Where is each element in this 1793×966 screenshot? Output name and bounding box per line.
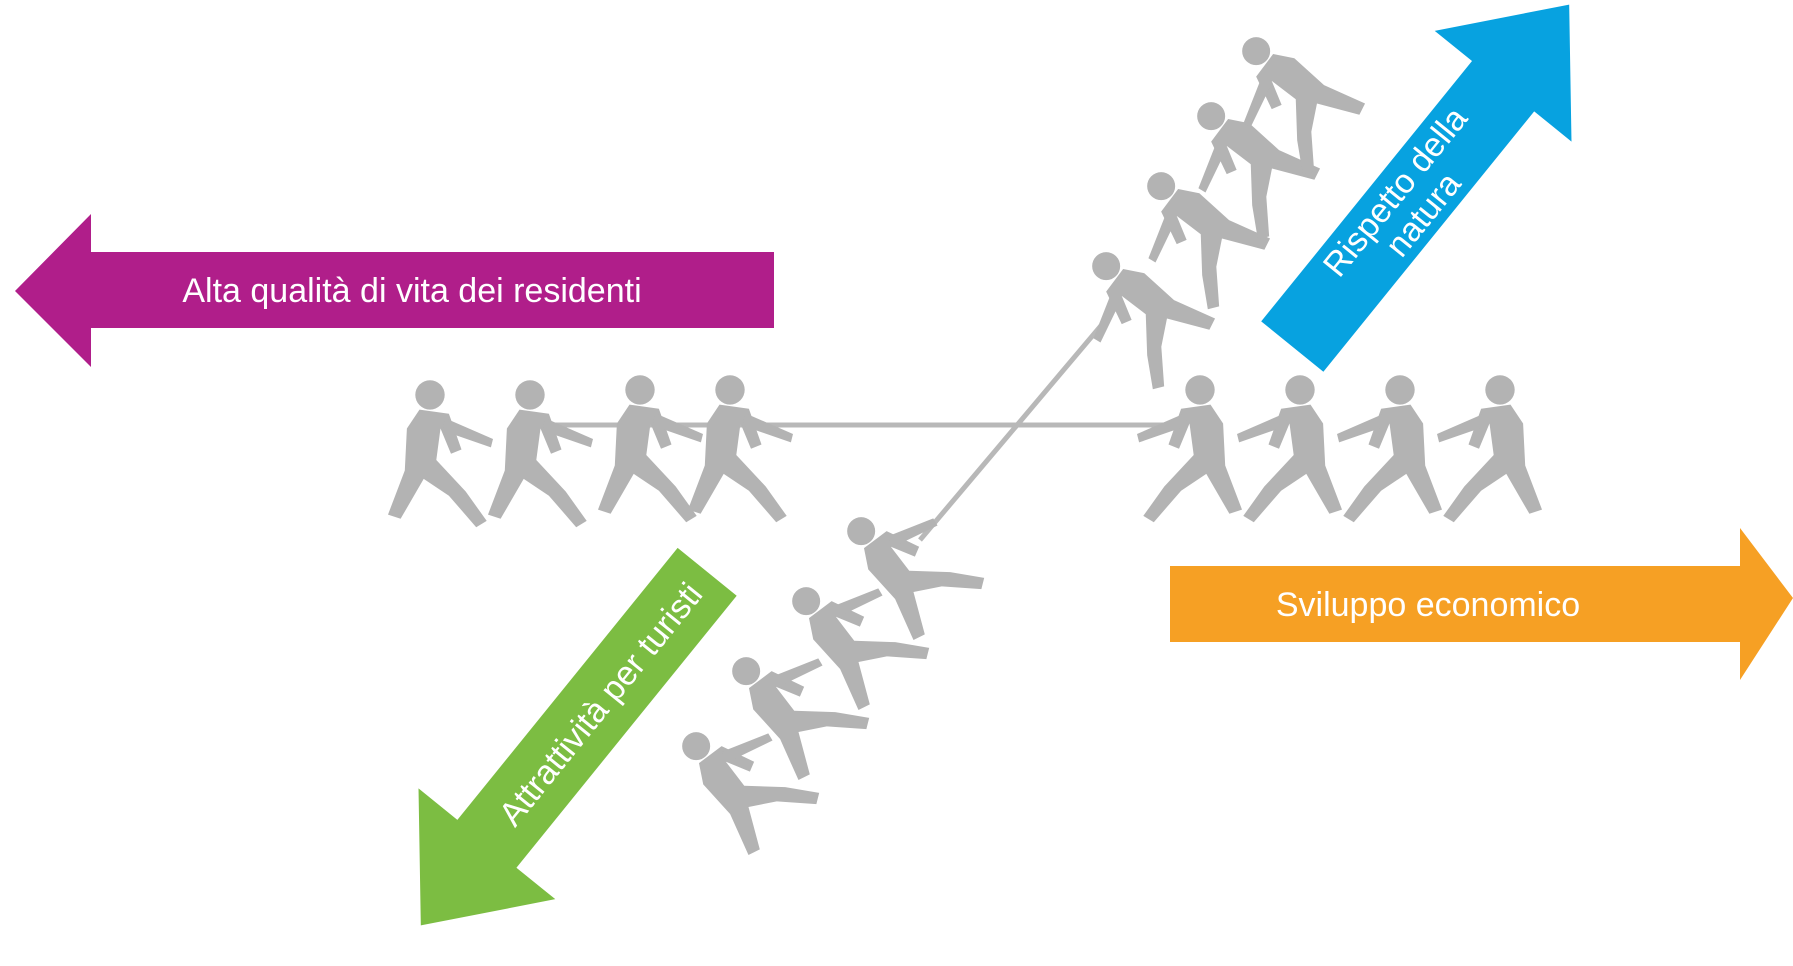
team-left-icon xyxy=(388,375,793,528)
arrow-economic-development: Sviluppo economico xyxy=(1170,528,1793,680)
arrow-right-icon xyxy=(1170,528,1793,680)
arrow-tourist-attractiveness-label: Attrattività per turisti xyxy=(492,576,711,833)
arrow-quality-of-life-label: Alta qualità di vita dei residenti xyxy=(182,272,641,310)
arrow-quality-of-life: Alta qualità di vita dei residenti xyxy=(15,214,774,367)
arrow-down-left-icon xyxy=(418,547,737,926)
arrow-up-right-icon xyxy=(1261,4,1572,372)
arrow-left-icon xyxy=(15,214,774,367)
arrow-economic-development-label: Sviluppo economico xyxy=(1276,586,1580,624)
arrow-tourist-attractiveness: Attrattività per turisti xyxy=(418,547,737,926)
team-right-icon xyxy=(1137,375,1542,523)
rope-diagonal xyxy=(918,313,1112,542)
team-lower-icon xyxy=(657,478,993,864)
